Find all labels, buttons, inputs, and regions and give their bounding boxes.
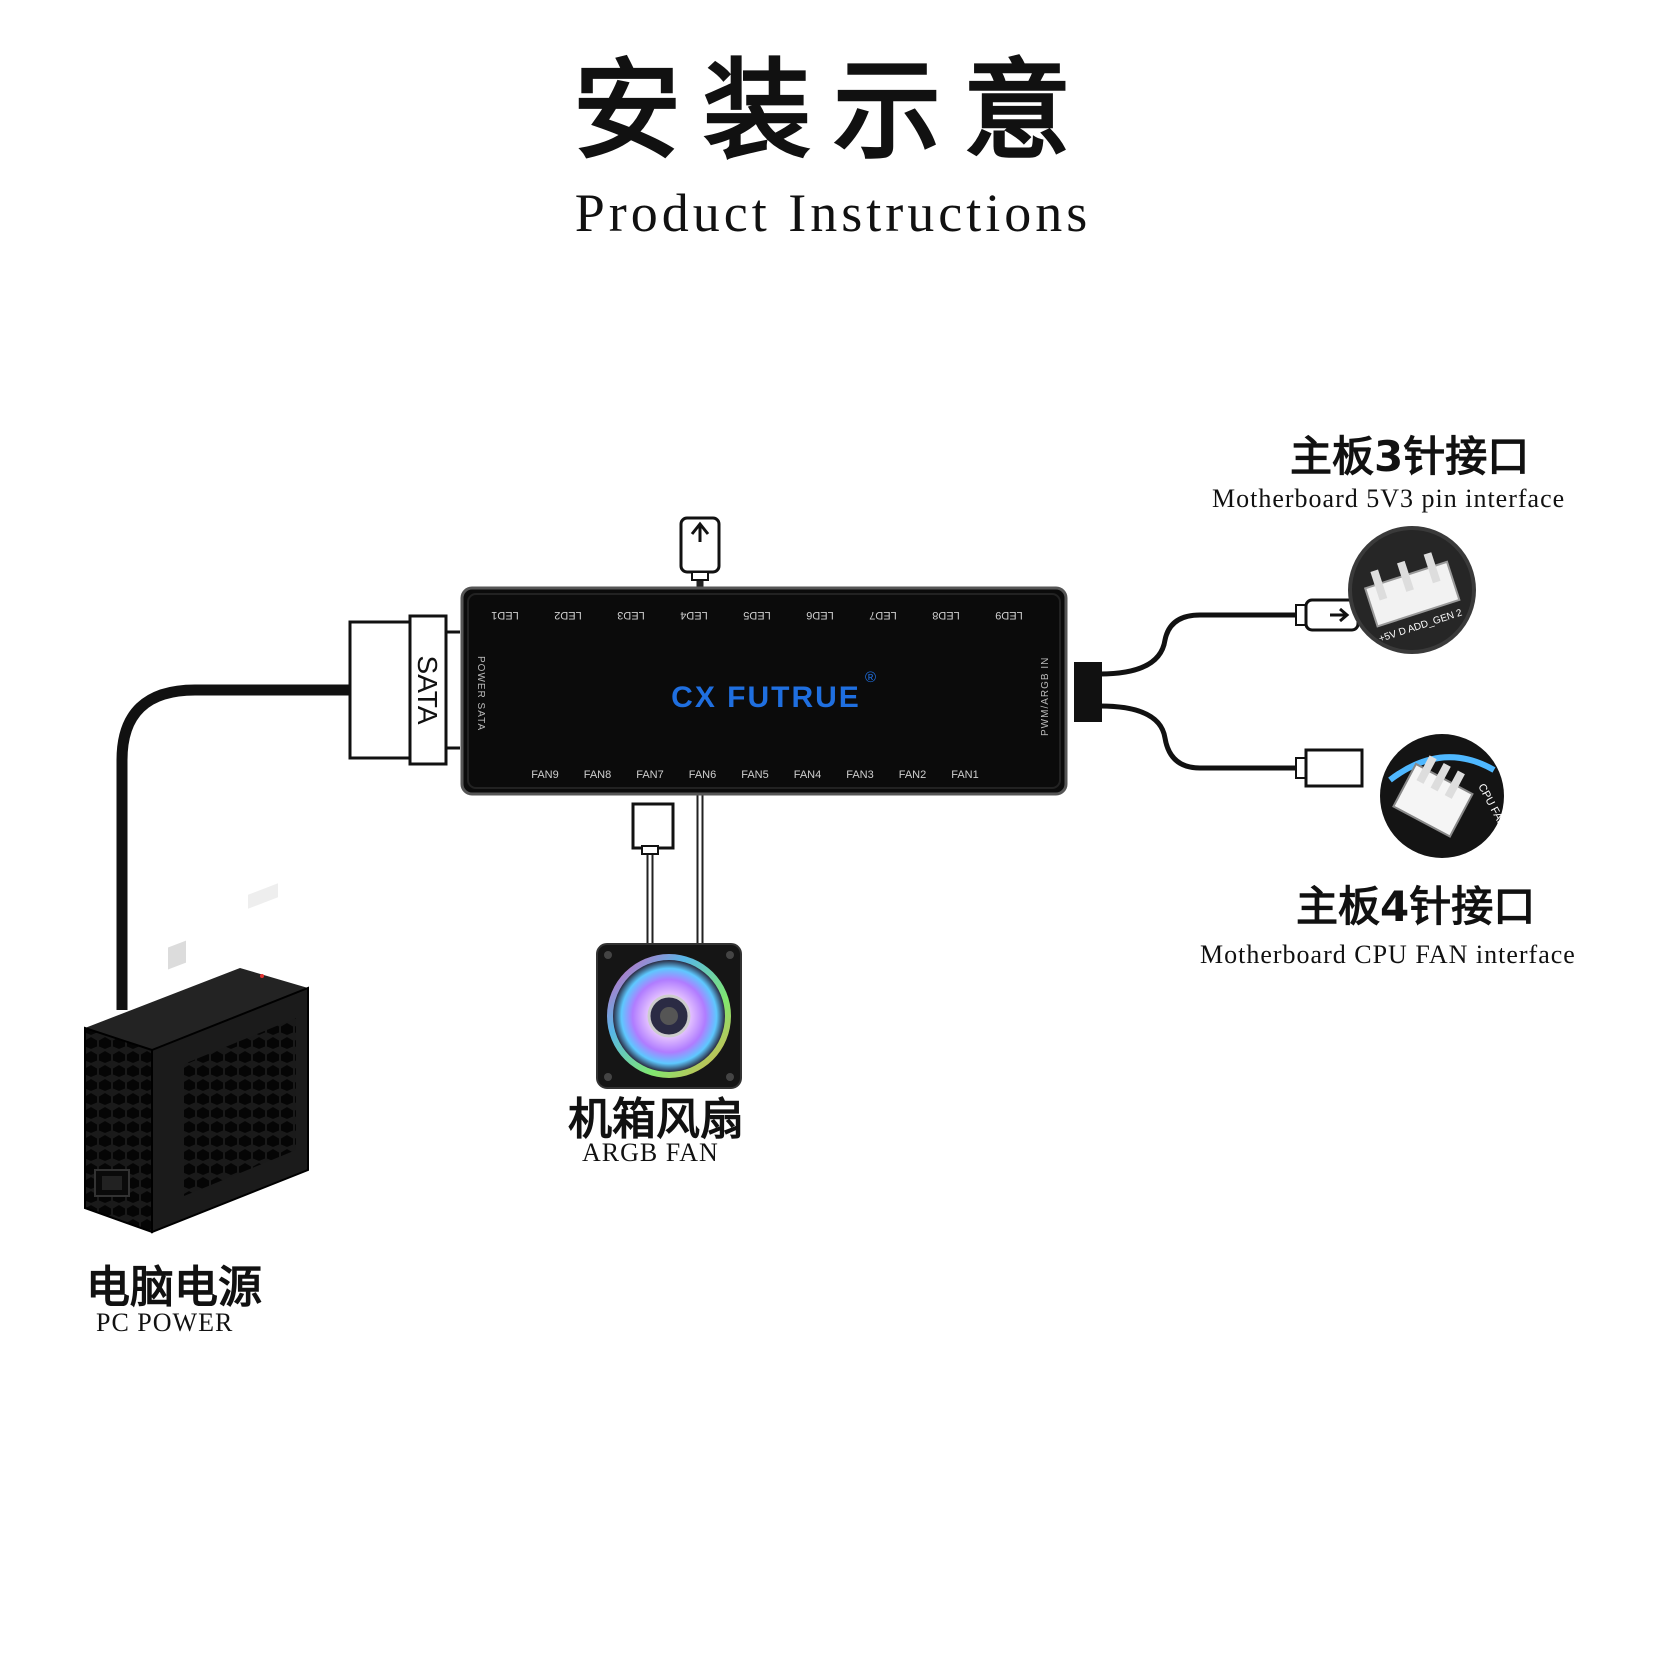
led-port-label: LED8 (932, 609, 960, 621)
y-cable-upper (1100, 615, 1298, 674)
hub-left-side-label: POWER SATA (475, 656, 486, 731)
argb-fan-image (597, 944, 741, 1088)
fan-port-label: FAN8 (584, 769, 612, 781)
led-port-label: LED9 (995, 609, 1023, 621)
y-cable-lower (1100, 706, 1298, 768)
led-port-label: LED3 (617, 609, 645, 621)
argb-fan-title-cn: 机箱风扇 (568, 1098, 744, 1142)
motherboard-4pin-title-cn: 主板4针接口 (1296, 886, 1535, 928)
hub-registered-mark: ® (865, 669, 876, 686)
led-port-label: LED1 (491, 609, 519, 621)
psu-sata-cable (122, 690, 352, 1010)
fan-port-label: FAN5 (741, 769, 769, 781)
led-port-labels: LED1 LED2 LED3 LED4 LED5 LED6 LED7 LED8 LED9 (491, 609, 1023, 621)
argb-fan-title-en: ARGB FAN (582, 1140, 719, 1166)
fan-port-labels: FAN9 FAN8 FAN7 FAN6 FAN5 FAN4 FAN3 FAN2 FAN1 (531, 769, 979, 781)
fan-port-label: FAN1 (951, 769, 979, 781)
sata-label: SATA (412, 656, 443, 725)
fan-3pin-connector (633, 804, 673, 854)
hub-right-side-label: PWM/ARGB IN (1040, 657, 1051, 736)
fan-port-label: FAN6 (689, 769, 717, 781)
motherboard-3pin-title-cn: 主板3针接口 (1290, 436, 1529, 478)
motherboard-3pin-title-en: Motherboard 5V3 pin interface (1212, 486, 1565, 512)
pwm-4pin-plug (1296, 750, 1362, 786)
led-port-label: LED7 (869, 609, 897, 621)
fan-port-label: FAN7 (636, 769, 664, 781)
pc-power-title-cn: 电脑电源 (86, 1266, 262, 1310)
fan-port-label: FAN9 (531, 769, 559, 781)
fan-port-label: FAN3 (846, 769, 874, 781)
fan-port-label: FAN2 (899, 769, 927, 781)
led-port-label: LED6 (806, 609, 834, 621)
led-port-label: LED4 (680, 609, 708, 621)
pwm-argb-input-connector (1074, 662, 1102, 722)
hub-brand: CX FUTRUE (671, 681, 861, 714)
motherboard-4pin-title-en: Motherboard CPU FAN interface (1200, 942, 1576, 968)
fan-port-label: FAN4 (794, 769, 822, 781)
pc-power-title-en: PC POWER (96, 1310, 233, 1336)
led-port-label: LED2 (554, 609, 582, 621)
led-port-label: LED5 (743, 609, 771, 621)
